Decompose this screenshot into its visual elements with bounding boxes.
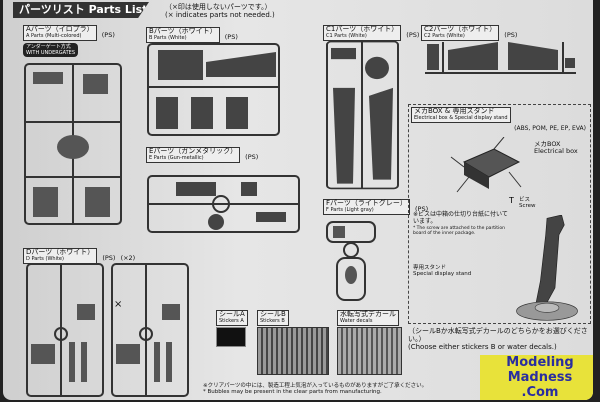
callout-jp: ビス	[519, 197, 531, 203]
stickers-b-sheet	[257, 327, 329, 375]
label-en: Water decals	[340, 318, 373, 324]
note-jp: （×印は使用しないパーツです。）	[165, 3, 272, 11]
material: (PS)	[102, 254, 116, 262]
screw-icon: T	[509, 196, 514, 205]
badge-jp: アンダーゲート方式	[26, 44, 71, 50]
label-en: Stickers B	[260, 318, 285, 324]
callout-jp: メカBOX	[534, 140, 561, 148]
watermark-line: Modeling	[506, 355, 574, 370]
parts-e-header: Eパーツ（ガンメタリック）E Parts (Gun-metallic) (PS)	[146, 144, 258, 163]
badge-en: WITH UNDERGATES	[26, 50, 75, 56]
label-jp: Aパーツ（イロプラ）	[26, 25, 94, 33]
material: (PS)	[414, 205, 429, 213]
not-needed-note: （×印は使用しないパーツです。） (× indicates parts not …	[165, 3, 275, 19]
svg-text:×: ×	[114, 299, 122, 310]
label-en: A Parts (Multi-colored)	[26, 33, 82, 39]
sprue-c2	[425, 42, 576, 74]
material: (PS)	[504, 31, 518, 39]
parts-f-header: Fパーツ（ライトグレー）F Parts (Light gray) (PS)	[323, 196, 428, 215]
label-en: Electrical box & Special display stand	[414, 115, 508, 121]
label-en: F Parts (Light gray)	[326, 207, 374, 213]
note-en: * Bubbles may be present in the clear pa…	[203, 389, 382, 395]
sprue-e	[147, 175, 300, 233]
screw-note: ※ビスは中箱の仕切り台紙に付いています。* The screw are atta…	[413, 211, 511, 236]
callout-jp: 専用スタンド	[413, 265, 447, 271]
callout-en: Special display stand	[413, 271, 472, 277]
parts-b-header: Bパーツ（ホワイト）B Parts (White) (PS)	[146, 24, 238, 43]
material: (ABS, POM, PE, EP, EVA)	[514, 125, 586, 132]
label-jp: シールA	[219, 310, 245, 318]
material: (PS)	[101, 31, 115, 39]
note-en: (Choose either stickers B or water decal…	[408, 343, 557, 351]
label-jp: メカBOX & 専用スタンド	[414, 107, 495, 115]
callout-en: Electrical box	[534, 147, 578, 155]
page-title: パーツリスト Parts List	[13, 2, 149, 18]
parts-a-header: Aパーツ（イロプラ）A Parts (Multi-colored) (PS) ア…	[23, 22, 115, 57]
label-en: C1 Parts (White)	[326, 33, 367, 39]
label-en: C2 Parts (White)	[424, 33, 465, 39]
parts-list-sheet: パーツリスト Parts List （×印は使用しないパーツです。） (× in…	[3, 0, 593, 400]
choose-note: （シールBか水転写式デカールのどちらかをお選びください。）(Choose eit…	[408, 327, 593, 351]
label-jp: Bパーツ（ホワイト）	[149, 27, 217, 35]
modeling-madness-watermark: Modeling Madness .Com	[480, 355, 593, 400]
bubbles-note: ※クリアパーツの中には、製造工程上気泡が入っているものがありますがご了承ください…	[203, 383, 427, 395]
note-en: (× indicates parts not needed.)	[165, 11, 275, 19]
note-jp: （シールBか水転写式デカールのどちらかをお選びください。）	[408, 327, 588, 343]
label-jp: 水転写式デカール	[340, 310, 396, 318]
sprue-b	[147, 43, 280, 136]
label-jp: Eパーツ（ガンメタリック）	[149, 147, 238, 155]
display-stand-drawing	[516, 215, 578, 321]
label-en: B Parts (White)	[149, 35, 187, 41]
label-en: D Parts (White)	[26, 256, 64, 262]
note-en: * The screw are attached to the partitio…	[413, 226, 505, 236]
parts-c1-header: C1パーツ（ホワイト）C1 Parts (White) (PS)	[323, 22, 419, 41]
label-en: Stickers A	[219, 318, 244, 324]
sprue-a	[24, 63, 122, 225]
material: (PS)	[224, 33, 238, 41]
water-decals-sheet	[337, 327, 402, 375]
material: (PS)	[245, 153, 259, 161]
electrical-box-drawing	[450, 137, 522, 193]
parts-c2-header: C2パーツ（ホワイト）C2 Parts (White) (PS)	[421, 22, 517, 41]
watermark-line: .Com	[521, 385, 559, 400]
label-jp: Fパーツ（ライトグレー）	[326, 199, 407, 207]
watermark-line: Madness	[507, 370, 573, 385]
sprue-d-2: ×	[111, 263, 189, 397]
label-jp: シールB	[260, 310, 286, 318]
sprue-d-1	[26, 263, 104, 397]
note-jp: ※ビスは中箱の仕切り台紙に付いています。	[413, 211, 508, 225]
sprue-c1	[326, 40, 399, 190]
label-jp: C2パーツ（ホワイト）	[424, 25, 497, 33]
parts-d-header: Dパーツ（ホワイト）D Parts (White) (PS) (×2)	[23, 245, 135, 264]
label-en: E Parts (Gun-metallic)	[149, 155, 204, 161]
label-jp: Dパーツ（ホワイト）	[26, 248, 95, 256]
note-jp: ※クリアパーツの中には、製造工程上気泡が入っているものがありますがご了承ください…	[203, 383, 428, 389]
quantity: (×2)	[120, 254, 136, 262]
material: (PS)	[406, 31, 420, 39]
callout-en: Screw	[519, 203, 536, 209]
label-jp: C1パーツ（ホワイト）	[326, 25, 399, 33]
stickers-a-sheet	[216, 327, 246, 347]
sprue-f	[326, 221, 376, 301]
